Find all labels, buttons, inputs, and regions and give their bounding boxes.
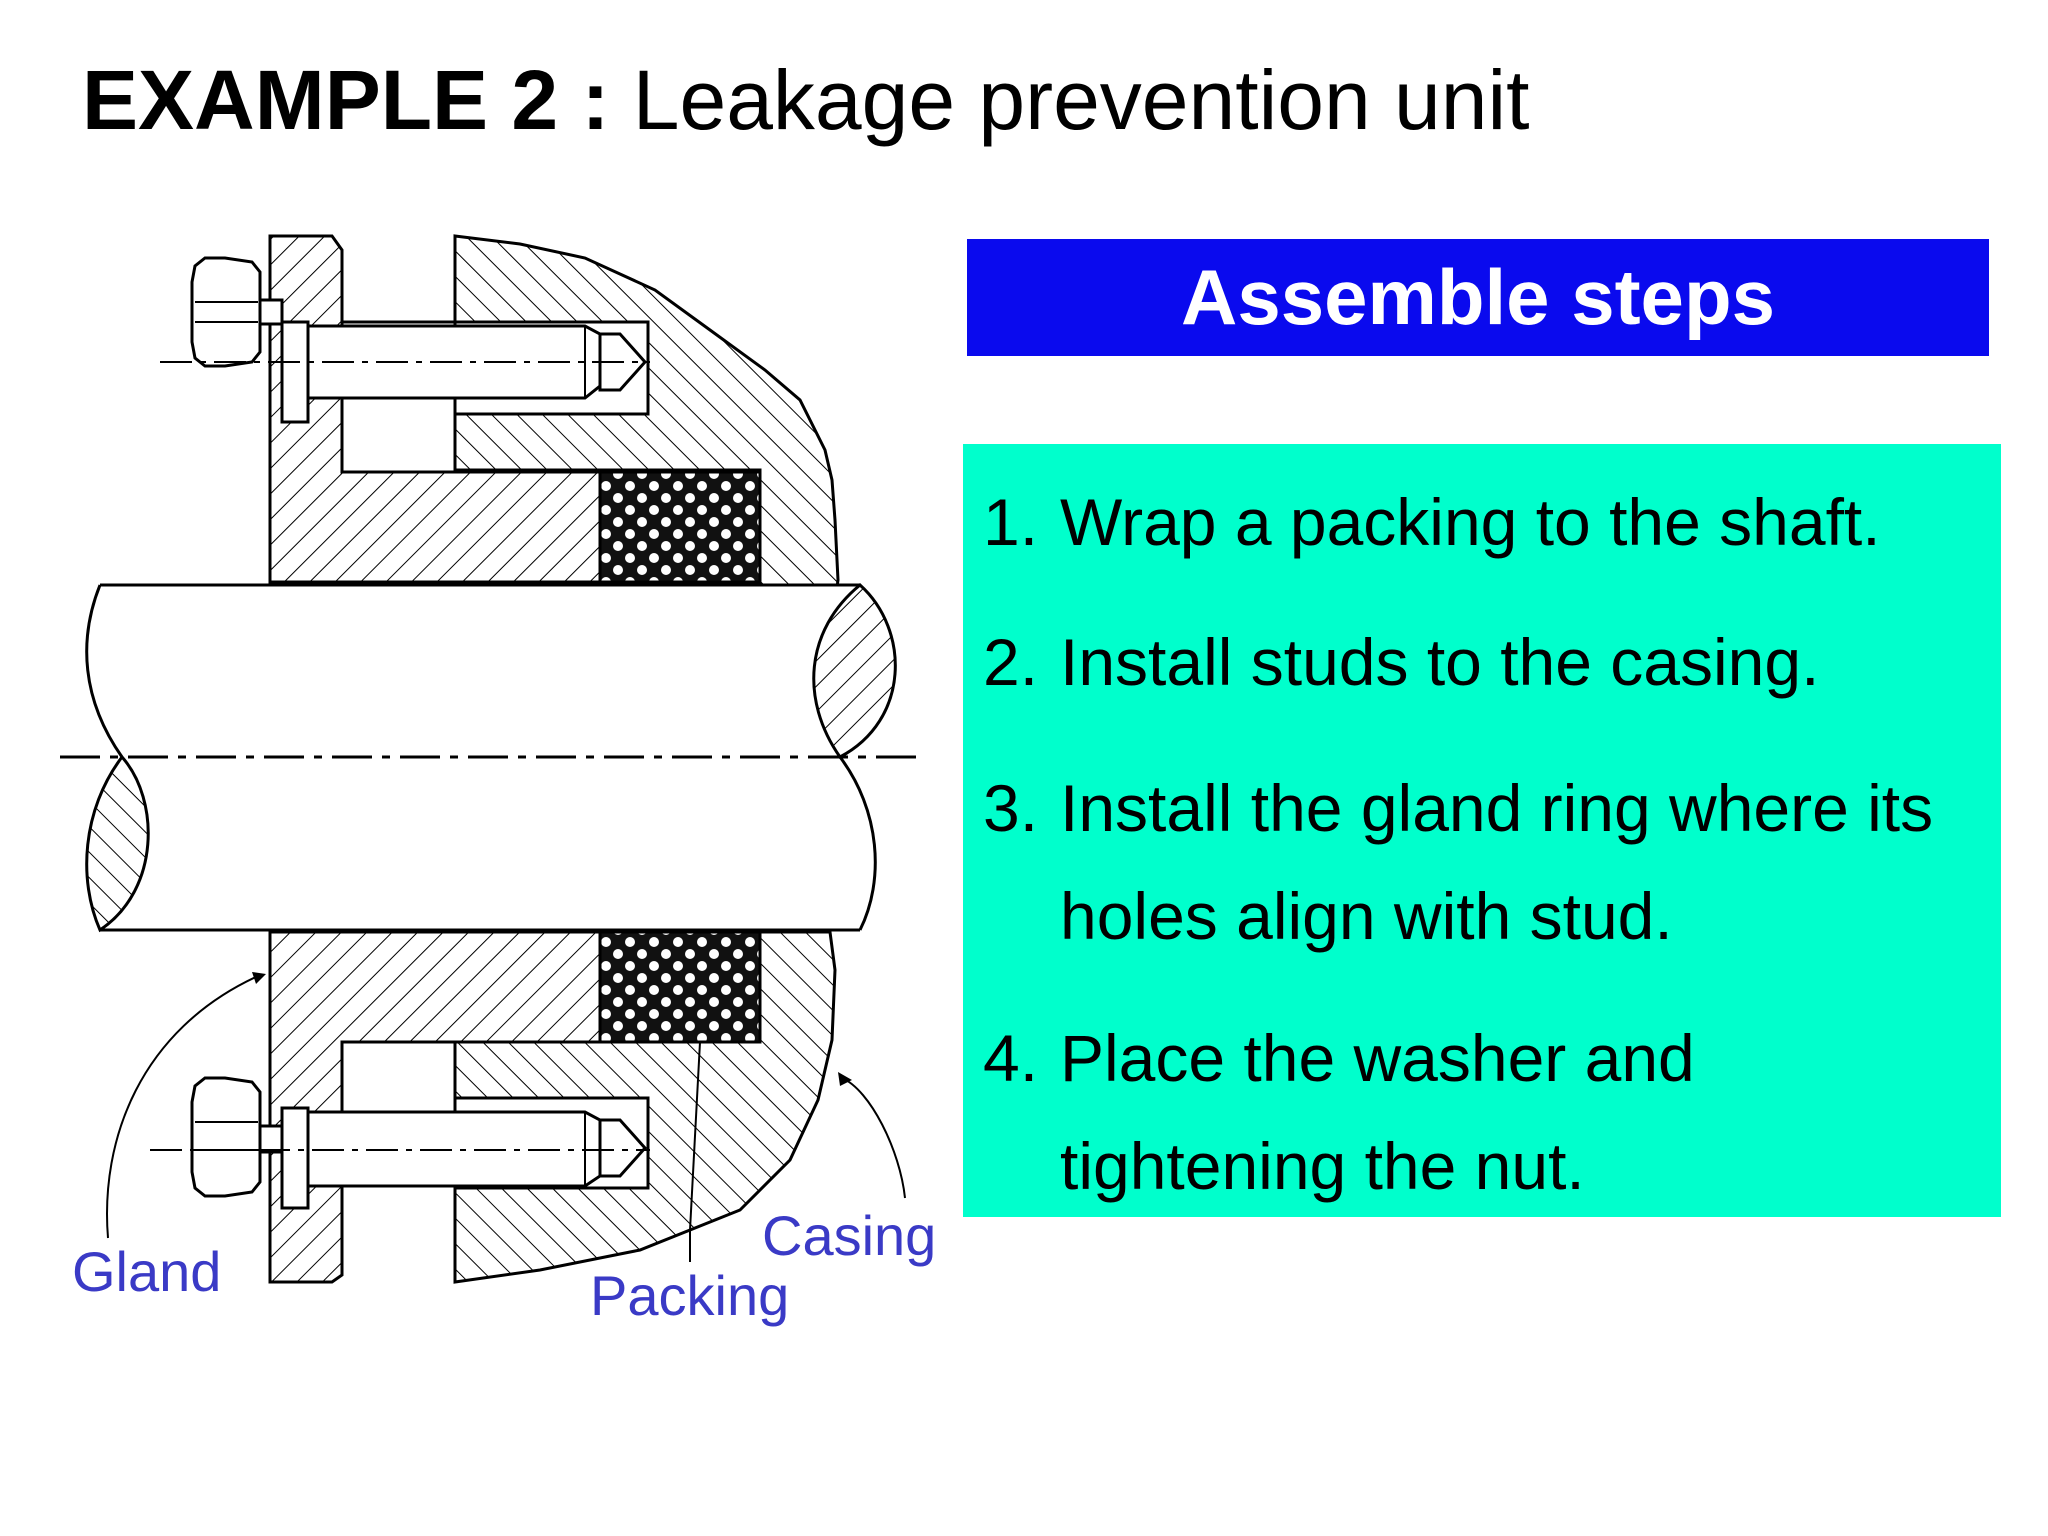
steps-panel: 1. Wrap a packing to the shaft. 2. Install… [963,444,2001,1217]
assemble-steps-header: Assemble steps [967,239,1989,356]
step-text: Wrap a packing to the shaft. [1060,485,1881,559]
stud-top [160,256,650,424]
page-title: EXAMPLE 2 : Leakage prevention unit [82,52,1529,149]
step-item: 2. Install studs to the casing. [983,608,1993,716]
step-item: 3. Install the gland ring where its holes… [983,754,1993,970]
step-item: 4. Place the washer and tightening the nu… [983,1004,1993,1220]
packing-bottom [598,930,762,1044]
step-number: 1. [983,485,1039,559]
packing-top [598,470,762,584]
packing-label: Packing [590,1264,790,1327]
title-text: Leakage prevention unit [632,53,1530,147]
gland-label: Gland [72,1240,222,1303]
casing-label: Casing [762,1204,937,1267]
step-number: 3. [983,771,1039,845]
step-text: Place the washer and tightening the nut. [1060,1021,1695,1203]
title-prefix: EXAMPLE 2 : [82,53,610,147]
stud-bottom [150,1076,650,1210]
step-item: 1. Wrap a packing to the shaft. [983,468,1993,576]
step-number: 4. [983,1021,1039,1095]
shaft [60,583,920,933]
gland-packing-cross-section-diagram [60,234,920,1284]
step-text: Install studs to the casing. [1060,625,1820,699]
step-number: 2. [983,625,1039,699]
step-text: Install the gland ring where its holes a… [1060,771,1934,953]
leader-lines [106,972,906,1262]
